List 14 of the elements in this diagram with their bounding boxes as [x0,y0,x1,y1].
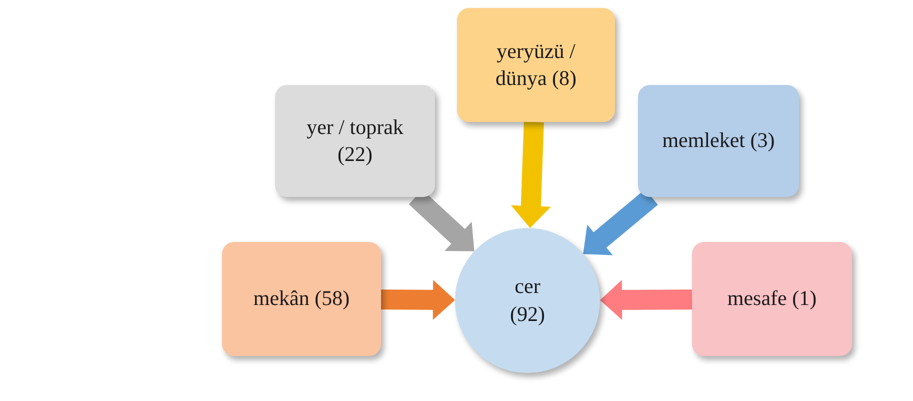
rounded-box [275,85,435,197]
node-label: mekân (58) [252,285,351,312]
rounded-box [692,242,852,356]
rounded-box [638,85,799,197]
node-label: mesafe (1) [726,285,818,312]
block-arrow [600,280,692,320]
node-label: yer / toprak (22) [306,114,404,168]
block-arrow [510,122,551,228]
rounded-box [457,8,615,122]
block-arrow [380,280,455,320]
node-label: cer (92) [509,273,546,328]
rounded-box [222,242,381,356]
node-label: yeryüzü / dünya (8) [494,38,578,92]
node-label: memleket (3) [661,127,776,154]
